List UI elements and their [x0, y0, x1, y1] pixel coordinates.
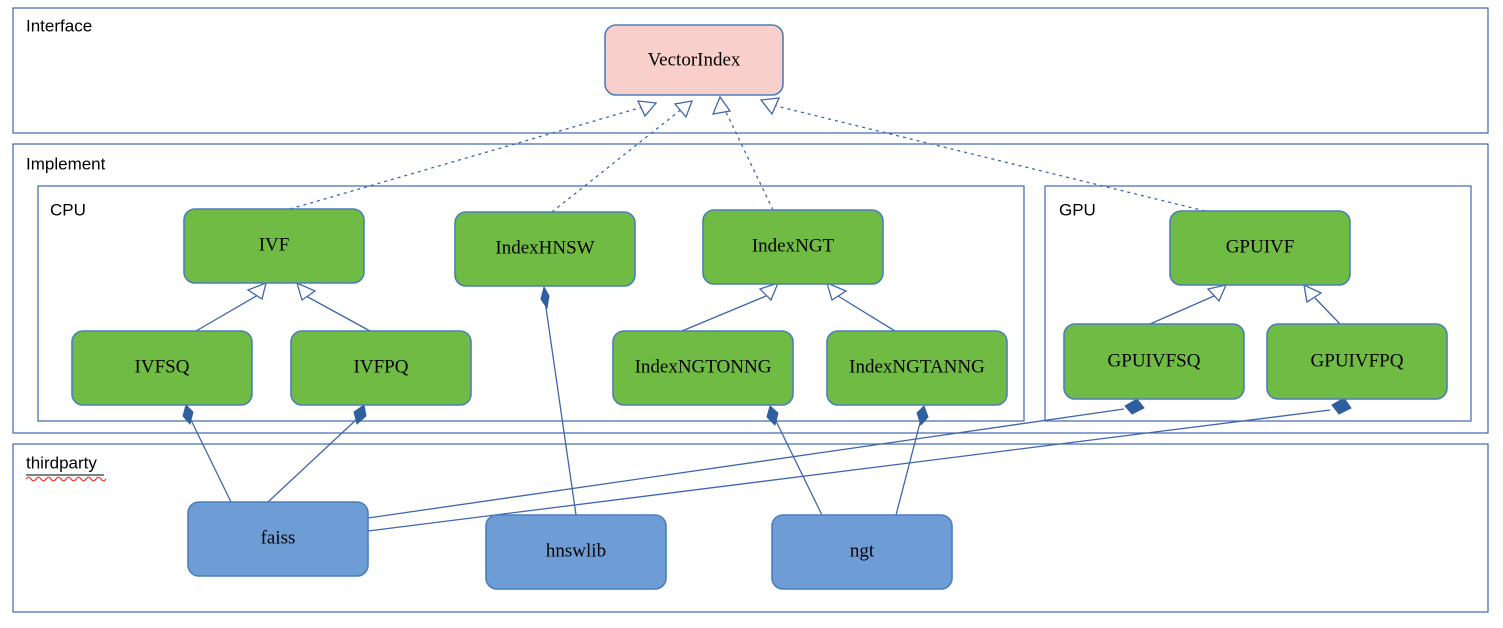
node-label-gpuivfpq: GPUIVFPQ [1311, 350, 1404, 371]
arrowhead-hollow-triangle [759, 97, 781, 116]
edge-faiss-gpuivfpq[interactable] [367, 409, 1331, 532]
composition-diamond [1331, 397, 1352, 415]
node-ivf[interactable]: IVF [183, 208, 365, 284]
node-box-indexngtonng[interactable] [612, 330, 794, 406]
spellcheck-squiggle-icon [25, 476, 107, 482]
node-gpuivf[interactable]: GPUIVF [1169, 210, 1351, 286]
node-box-indexngtanng[interactable] [826, 330, 1008, 406]
arrowhead-hollow-triangle [636, 100, 658, 118]
arrowhead-hollow-triangle [711, 95, 732, 115]
edges-realization [289, 95, 1206, 213]
node-label-ngt: ngt [850, 540, 875, 561]
edge-faiss-ivfpq[interactable] [267, 417, 359, 503]
node-indexngt[interactable]: IndexNGT [702, 209, 884, 285]
group-label-interface: Interface [26, 16, 92, 35]
node-gpuivfpq[interactable]: GPUIVFPQ [1266, 323, 1448, 400]
edge-gpuivfsq-gpuivf[interactable] [1149, 295, 1215, 325]
node-box-gpuivf[interactable] [1169, 210, 1351, 286]
group-label-cpu: CPU [50, 200, 86, 219]
arrowhead-hollow-triangle [246, 281, 267, 301]
node-label-gpuivfsq: GPUIVFSQ [1108, 350, 1201, 371]
edge-gpuivfpq-gpuivf[interactable] [1314, 297, 1341, 325]
node-box-ivfsq[interactable] [71, 330, 253, 406]
group-label-thirdparty: thirdparty [26, 453, 97, 472]
composition-diamond [1124, 398, 1145, 415]
node-label-gpuivf: GPUIVF [1226, 236, 1295, 257]
edge-hnswlib-indexhnsw[interactable] [544, 300, 577, 516]
edges-generalization [195, 281, 1341, 332]
arrowhead-hollow-triangle [1206, 284, 1228, 303]
node-box-ngt[interactable] [771, 514, 953, 590]
edge-ivf-vectorindex[interactable] [289, 105, 647, 210]
arrowhead-hollow-triangle [295, 281, 317, 302]
node-label-indexngtanng: IndexNGTANNG [849, 356, 985, 377]
node-faiss[interactable]: faiss [187, 501, 369, 577]
group-labels: Interface Implement CPU GPU thirdparty [25, 16, 1096, 482]
edge-ivfsq-ivf[interactable] [195, 294, 259, 332]
node-vectorindex[interactable]: VectorIndex [604, 24, 784, 96]
edge-indexngtonng-indexngt[interactable] [681, 295, 767, 332]
edges-composition [182, 285, 1352, 532]
node-ivfsq[interactable]: IVFSQ [71, 330, 253, 406]
node-box-hnswlib[interactable] [485, 514, 667, 590]
node-gpuivfsq[interactable]: GPUIVFSQ [1063, 323, 1245, 400]
node-box-gpuivfpq[interactable] [1266, 323, 1448, 400]
edge-faiss-gpuivfsq[interactable] [367, 408, 1125, 519]
node-indexhnsw[interactable]: IndexHNSW [454, 211, 636, 287]
node-box-faiss[interactable] [187, 501, 369, 577]
node-indexngtanng[interactable]: IndexNGTANNG [826, 330, 1008, 406]
arrowhead-hollow-triangle [673, 100, 694, 119]
composition-diamond [540, 285, 550, 310]
node-label-hnswlib: hnswlib [546, 540, 606, 561]
edge-ngt-indexngtonng[interactable] [774, 418, 823, 516]
composition-diamond [353, 404, 367, 425]
node-box-ivfpq[interactable] [290, 330, 472, 406]
node-box-gpuivfsq[interactable] [1063, 323, 1245, 400]
node-label-indexhnsw: IndexHNSW [495, 237, 594, 258]
node-label-vectorindex: VectorIndex [648, 49, 741, 70]
node-box-ivf[interactable] [183, 208, 365, 284]
group-label-implement: Implement [26, 154, 106, 173]
composition-diamond [766, 405, 779, 426]
edge-indexngtanng-indexngt[interactable] [837, 295, 896, 332]
node-box-vectorindex[interactable] [604, 24, 784, 96]
node-label-faiss: faiss [261, 527, 296, 548]
edge-indexngt-vectorindex[interactable] [724, 109, 774, 211]
node-label-ivfpq: IVFPQ [354, 356, 409, 377]
edge-ngt-indexngtanng[interactable] [895, 418, 922, 516]
node-label-indexngt: IndexNGT [752, 235, 835, 256]
composition-diamond [182, 404, 194, 426]
node-box-indexhnsw[interactable] [454, 211, 636, 287]
composition-diamond [916, 405, 929, 426]
arrowhead-hollow-triangle [1303, 283, 1323, 304]
node-ngt[interactable]: ngt [771, 514, 953, 590]
edge-gpuivf-vectorindex[interactable] [771, 104, 1206, 212]
node-label-indexngtonng: IndexNGTONNG [635, 356, 772, 377]
edge-ivfpq-ivf[interactable] [305, 295, 371, 332]
group-label-gpu: GPU [1059, 200, 1096, 219]
node-box-indexngt[interactable] [702, 209, 884, 285]
node-hnswlib[interactable]: hnswlib [485, 514, 667, 590]
node-ivfpq[interactable]: IVFPQ [290, 330, 472, 406]
arrowhead-hollow-triangle [758, 281, 780, 302]
edge-faiss-ivfsq[interactable] [189, 417, 232, 503]
node-label-ivfsq: IVFSQ [135, 356, 190, 377]
node-indexngtonng[interactable]: IndexNGTONNG [612, 330, 794, 406]
arrowhead-hollow-triangle [825, 281, 848, 302]
node-label-ivf: IVF [259, 234, 290, 255]
